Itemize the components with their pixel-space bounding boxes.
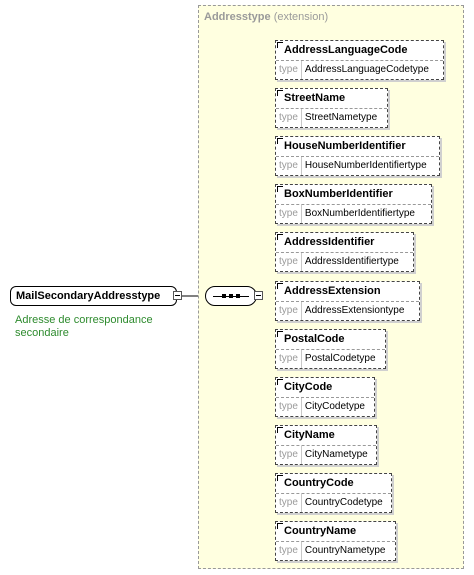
type-name: CountryCodetype <box>304 497 383 508</box>
extension-kind: (extension) <box>273 11 329 23</box>
root-element[interactable]: MailSecondaryAddresstype <box>10 286 177 306</box>
child-element-name: AddressIdentifier <box>276 233 413 253</box>
sequence-dot-icon <box>222 294 226 298</box>
sequence-dot-icon <box>236 294 240 298</box>
type-name: AddressIdentifiertype <box>304 256 399 267</box>
child-element-name: AddressLanguageCode <box>276 41 443 61</box>
sequence-dot-icon <box>229 294 233 298</box>
sequence-compositor[interactable] <box>205 286 257 306</box>
root-documentation: Adresse de correspondance secondaire <box>15 314 153 339</box>
type-label: type <box>276 205 302 223</box>
type-label: type <box>276 494 302 512</box>
type-name: StreetNametype <box>304 112 378 123</box>
element-marker-icon <box>277 331 283 337</box>
type-name: AddressLanguageCodetype <box>304 64 429 75</box>
type-label: type <box>276 109 302 127</box>
type-label: type <box>276 157 302 175</box>
child-element-name: StreetName <box>276 89 387 109</box>
type-name: BoxNumberIdentifiertype <box>304 208 415 219</box>
element-marker-icon <box>277 427 283 433</box>
element-marker-icon <box>277 186 283 192</box>
child-element-name: HouseNumberIdentifier <box>276 137 439 157</box>
type-label: type <box>276 446 302 464</box>
element-marker-icon <box>277 475 283 481</box>
type-label: type <box>276 350 302 368</box>
child-element-name: CityName <box>276 426 376 446</box>
type-label: type <box>276 398 302 416</box>
extension-type-name: Addresstype <box>204 11 271 23</box>
type-name: HouseNumberIdentifiertype <box>304 160 427 171</box>
element-marker-icon <box>277 90 283 96</box>
type-label: type <box>276 253 302 271</box>
element-marker-icon <box>277 234 283 240</box>
type-name: PostalCodetype <box>304 353 376 364</box>
element-marker-icon <box>277 138 283 144</box>
child-element-name: AddressExtension <box>276 282 419 302</box>
type-name: CountryNametype <box>304 545 386 556</box>
root-collapse-toggle[interactable] <box>173 291 182 300</box>
child-element-name: CountryName <box>276 522 395 542</box>
element-marker-icon <box>277 379 283 385</box>
child-element-name: PostalCode <box>276 330 385 350</box>
type-name: CityNametype <box>304 449 368 460</box>
type-name: CityCodetype <box>304 401 365 412</box>
type-label: type <box>276 542 302 560</box>
child-element-name: CountryCode <box>276 474 391 494</box>
element-marker-icon <box>277 283 283 289</box>
type-name: AddressExtensiontype <box>304 305 405 316</box>
child-element-name: CityCode <box>276 378 374 398</box>
child-element-name: BoxNumberIdentifier <box>276 185 431 205</box>
type-label: type <box>276 61 302 79</box>
extension-title: Addresstype (extension) <box>204 11 328 23</box>
type-label: type <box>276 302 302 320</box>
element-marker-icon <box>277 42 283 48</box>
element-marker-icon <box>277 523 283 529</box>
sequence-collapse-toggle[interactable] <box>254 291 263 300</box>
